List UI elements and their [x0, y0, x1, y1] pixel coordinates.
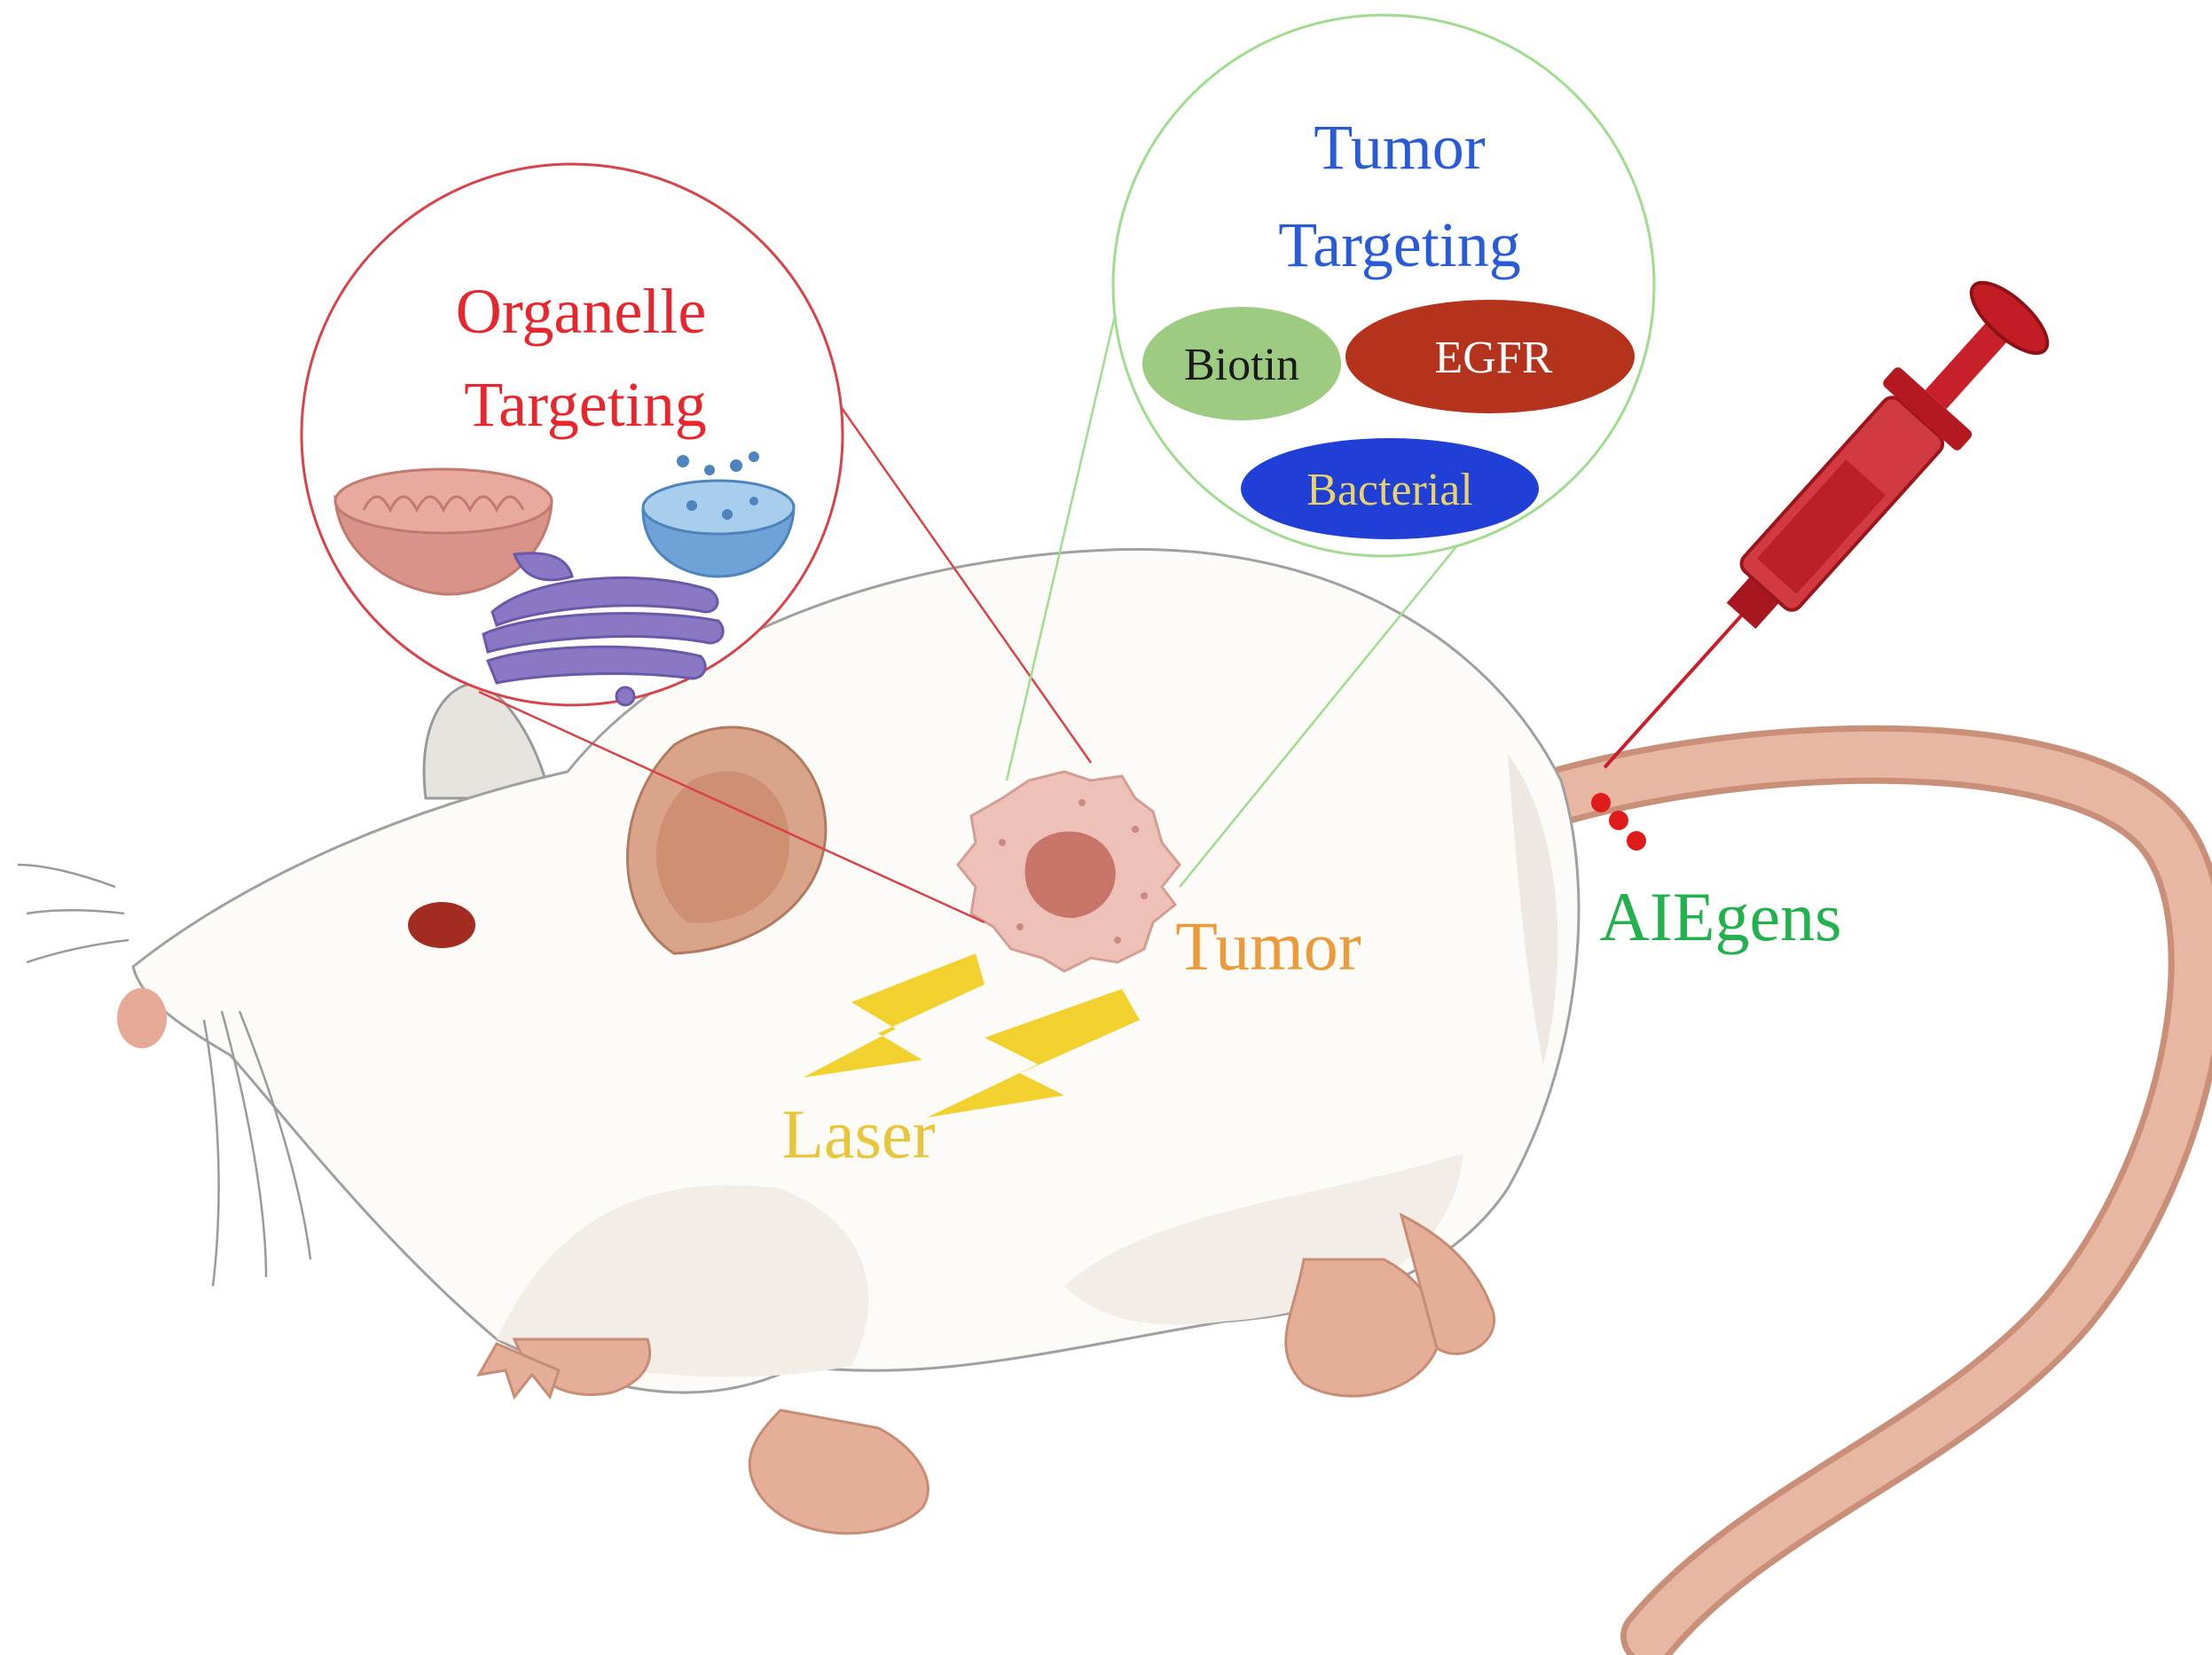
tag-biotin-label: Biotin	[1184, 340, 1299, 390]
aiegens-label: AIEgens	[1600, 878, 1842, 955]
tag-egfr: EGFR	[1345, 300, 1635, 413]
laser-label: Laser	[781, 1095, 935, 1173]
laser-bolts	[803, 953, 1140, 1118]
tumor-targeting-callout-circle	[1111, 13, 1656, 558]
tag-biotin: Biotin	[1142, 307, 1341, 420]
paws	[476, 1212, 1496, 1535]
mouse-body	[131, 547, 1581, 1394]
tag-bacterial-label: Bacterial	[1306, 465, 1473, 515]
tumor-connector-lines	[1005, 265, 1509, 888]
aiegens-dots	[1591, 793, 1646, 851]
mitochondrion-icon	[333, 467, 553, 596]
whiskers	[17, 863, 312, 1287]
tumor-targeting-title-line2: Targeting	[1278, 209, 1521, 280]
mouse-nose	[117, 988, 167, 1048]
tag-bacterial: Bacterial	[1241, 438, 1539, 539]
front-ear	[626, 726, 828, 955]
tumor-cell	[956, 770, 1181, 973]
tag-egfr-label: EGFR	[1435, 333, 1553, 383]
organelle-title-line2: Targeting	[464, 369, 707, 440]
tumor-label: Tumor	[1175, 907, 1361, 984]
organelle-title-line1: Organelle	[456, 276, 707, 347]
tumor-targeting-title-line1: Tumor	[1314, 112, 1485, 183]
mouse-eye	[408, 902, 475, 948]
syringe	[1603, 280, 2050, 769]
lysosome-icon	[641, 451, 796, 578]
mouse-tail	[1523, 725, 2212, 1655]
organelle-connector-lines	[478, 389, 1093, 924]
golgi-apparatus-icon	[482, 552, 725, 707]
